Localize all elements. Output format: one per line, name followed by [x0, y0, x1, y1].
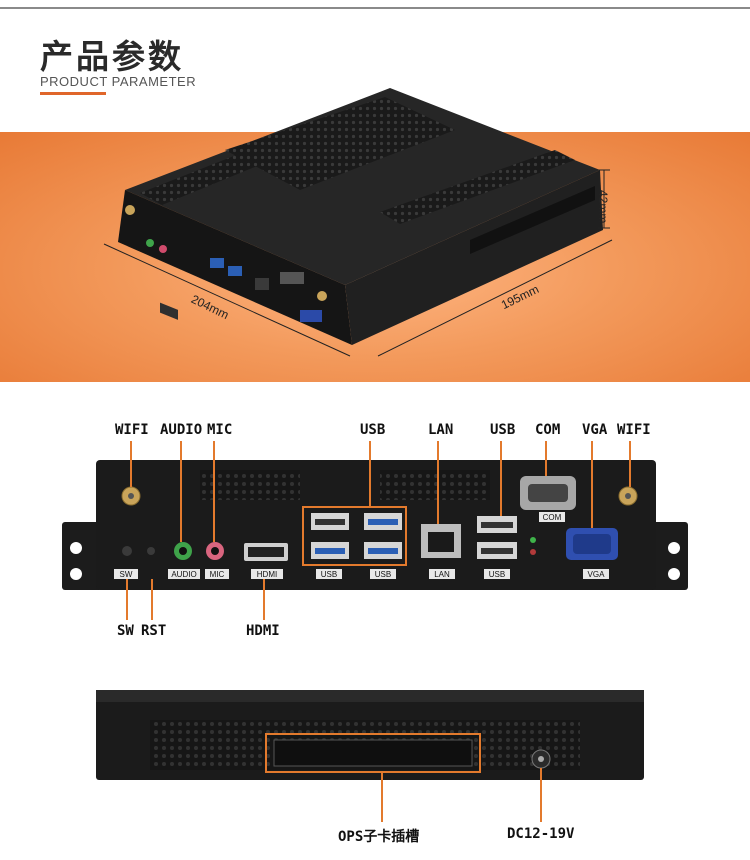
usb-port-1-tongue [315, 519, 345, 525]
title-underline [40, 92, 106, 95]
sw-button [122, 546, 132, 556]
silk-lan: LAN [434, 570, 450, 579]
label-audio: AUDIO [160, 422, 203, 438]
silk-usb3: USB [489, 570, 505, 579]
dimension-lines [103, 169, 613, 357]
hole-right-1 [668, 542, 680, 554]
silk-com-box [539, 512, 565, 522]
silk-sw-box [114, 569, 138, 579]
back-panel [96, 690, 644, 822]
silk-vga-box [583, 569, 609, 579]
page-title: 产品参数 [40, 37, 184, 76]
usb-port-6-tongue [481, 548, 513, 554]
silk-hdmi: HDMI [257, 570, 277, 579]
audio-jack-hole [179, 547, 187, 555]
top-vent [225, 97, 455, 190]
label-wifi-right: WIFI [617, 422, 651, 438]
silk-usb3-box [484, 569, 510, 579]
port-com-3d [280, 272, 304, 284]
label-sw: SW [117, 623, 134, 639]
silk-labels: SW AUDIO MIC HDMI USB USB LAN USB COM VG… [114, 512, 609, 579]
silk-vga: VGA [588, 570, 606, 579]
label-rst: RST [141, 623, 167, 639]
silk-audio-box [168, 569, 200, 579]
front-callout-lines [126, 441, 631, 620]
mic-jack-hole [211, 547, 219, 555]
label-wifi-left: WIFI [115, 422, 149, 438]
label-dc: DC12-19V [507, 826, 575, 842]
hdd-led [530, 549, 536, 555]
silk-usb2-box [370, 569, 396, 579]
label-ops-slot: OPS子卡插槽 [338, 829, 420, 845]
label-mic: MIC [207, 422, 233, 438]
silk-hdmi-box [251, 569, 283, 579]
label-com: COM [535, 422, 561, 438]
rst-button [147, 547, 155, 555]
front-panel: SW AUDIO MIC HDMI USB USB LAN USB COM VG… [62, 441, 688, 620]
back-callout-lines [381, 768, 542, 822]
usb-port-3-tongue [315, 548, 345, 554]
side-groove [470, 186, 595, 254]
antenna-left-3d [125, 205, 135, 215]
silk-mic: MIC [210, 570, 225, 579]
top-vent-strip-2 [380, 150, 575, 224]
lan-port-inner [428, 532, 454, 552]
front-vent-right [380, 470, 490, 500]
port-mic-3d [159, 245, 167, 253]
wifi-left-pin [128, 493, 134, 499]
power-led [530, 537, 536, 543]
usb-port-2-tongue [368, 519, 398, 525]
port-hdmi-3d [160, 302, 178, 320]
hdmi-port-inner [248, 547, 284, 557]
wifi-right-pin [625, 493, 631, 499]
label-vga: VGA [582, 422, 608, 438]
dimension-height: 42mm [596, 190, 610, 224]
usb-port-4-tongue [368, 548, 398, 554]
port-audio-3d [146, 239, 154, 247]
port-usb3b-3d [228, 266, 242, 276]
front-vent-left [200, 470, 300, 500]
hole-right-2 [668, 568, 680, 580]
port-lan-3d [255, 278, 269, 290]
label-usb-a: USB [360, 422, 386, 438]
com-port-inner [528, 484, 568, 502]
hole-left-1 [70, 542, 82, 554]
silk-usb1: USB [321, 570, 337, 579]
silk-usb1-box [316, 569, 342, 579]
port-vga-3d [300, 310, 322, 322]
silk-mic-box [205, 569, 229, 579]
page-subtitle: PRODUCT PARAMETER [40, 74, 197, 89]
top-vent-strip [140, 118, 350, 205]
label-usb-b: USB [490, 422, 516, 438]
silk-sw: SW [120, 570, 133, 579]
silk-usb2: USB [375, 570, 391, 579]
antenna-right-3d [317, 291, 327, 301]
silk-lan-box [429, 569, 455, 579]
ops-slot [273, 739, 473, 767]
ops-callout-box [265, 733, 481, 773]
back-top-edge [96, 690, 644, 702]
mini-pc-3d [118, 88, 603, 345]
top-rule [0, 7, 750, 9]
dc-jack-pin [538, 756, 544, 762]
usb-port-5-tongue [481, 522, 513, 528]
label-hdmi: HDMI [246, 623, 280, 639]
silk-audio: AUDIO [171, 570, 196, 579]
hole-left-2 [70, 568, 82, 580]
label-lan: LAN [428, 422, 454, 438]
chassis-top [125, 88, 600, 285]
port-usb3-3d [210, 258, 224, 268]
usb-callout-box [302, 506, 407, 566]
silk-com: COM [543, 513, 562, 522]
vga-port-inner [573, 534, 611, 554]
